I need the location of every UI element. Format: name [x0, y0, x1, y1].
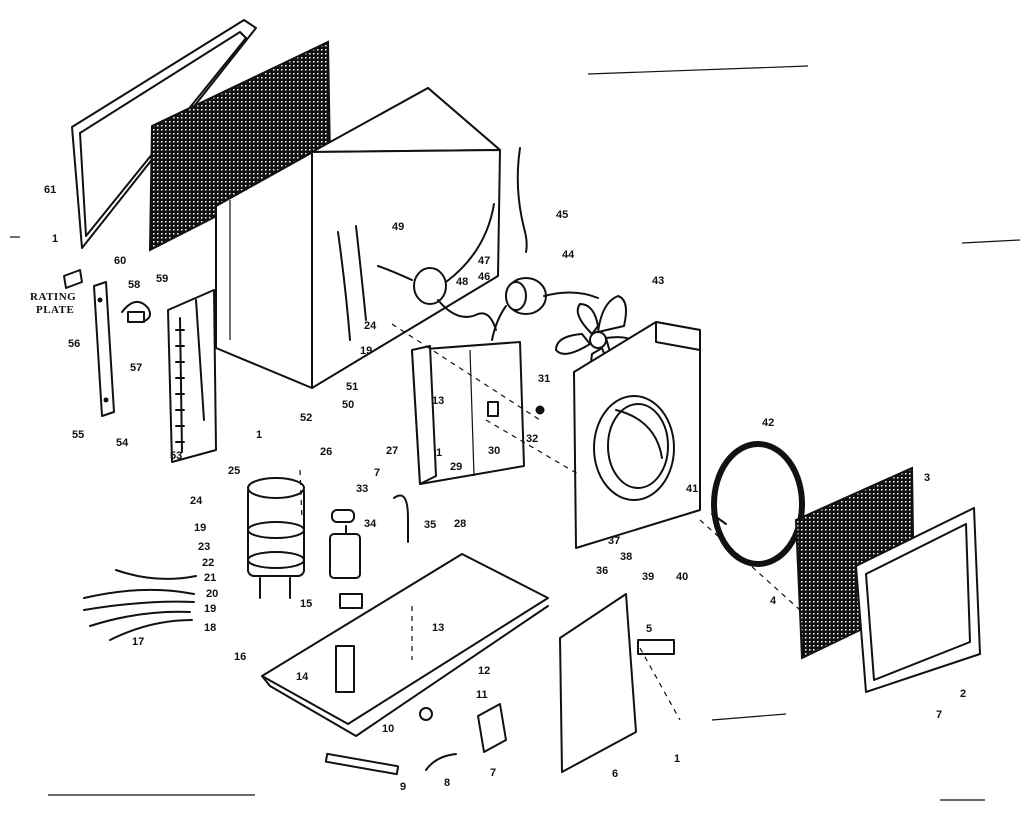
- access-panel: [559, 593, 675, 773]
- callout-4: 4: [770, 595, 777, 607]
- partition-panel: [411, 341, 545, 485]
- callout-14: 14: [296, 671, 309, 683]
- callout-12: 12: [478, 665, 490, 677]
- callout-37-lower: 37: [608, 535, 620, 547]
- callout-24-upper: 24: [364, 320, 377, 332]
- callout-1: 1: [52, 233, 58, 245]
- callout-23: 23: [198, 541, 210, 553]
- callout-53: 53: [170, 450, 182, 462]
- base-pan: [261, 553, 549, 737]
- callout-20: 20: [206, 588, 218, 600]
- callout-5: 5: [646, 623, 652, 635]
- callout-30: 30: [488, 445, 500, 457]
- capacitor: [329, 525, 361, 579]
- callout-7-right: 7: [936, 709, 942, 721]
- callout-57: 57: [130, 362, 142, 374]
- rating-plate-line-1: RATING: [30, 291, 76, 303]
- callout-33: 33: [356, 483, 368, 495]
- callout-10: 10: [382, 723, 394, 735]
- callout-42: 42: [762, 417, 774, 429]
- callout-18: 18: [204, 622, 216, 634]
- callout-31: 31: [538, 373, 550, 385]
- drain-parts: [324, 703, 507, 776]
- callout-6: 6: [612, 768, 618, 780]
- callout-1b: 1: [256, 429, 262, 441]
- guide-lines: [299, 323, 801, 721]
- callout-61: 61: [44, 184, 56, 196]
- rating-plate-part: [63, 269, 151, 323]
- callout-60: 60: [114, 255, 126, 267]
- rating-plate-label: RATING PLATE: [30, 291, 76, 316]
- relay: [331, 494, 409, 543]
- callout-19-upper: 19: [360, 345, 372, 357]
- fan-shroud: [573, 321, 701, 549]
- callout-51: 51: [346, 381, 358, 393]
- callout-15: 15: [300, 598, 312, 610]
- callout-56: 56: [68, 338, 80, 350]
- callout-21: 21: [204, 572, 216, 584]
- callout-52: 52: [300, 412, 312, 424]
- callout-29: 29: [450, 461, 462, 473]
- callout-3: 3: [924, 472, 930, 484]
- callout-47: 47: [478, 255, 490, 267]
- callout-36: 36: [596, 565, 608, 577]
- callout-34: 34: [364, 518, 377, 530]
- callout-19b: 19: [204, 603, 216, 615]
- side-bracket: [93, 281, 115, 417]
- fan-motor: [491, 277, 599, 341]
- callout-13-upper: 13: [432, 395, 444, 407]
- callout-17: 17: [132, 636, 144, 648]
- callout-11: 11: [476, 689, 488, 701]
- callout-59: 59: [156, 273, 168, 285]
- callout-50: 50: [342, 399, 354, 411]
- callout-41: 41: [686, 483, 698, 495]
- callout-19: 19: [194, 522, 206, 534]
- callout-38: 38: [620, 551, 632, 563]
- callout-40: 40: [676, 571, 688, 583]
- callout-39: 39: [642, 571, 654, 583]
- cabinet: [215, 87, 501, 389]
- callout-1d: 1: [436, 447, 442, 459]
- callout-13: 13: [432, 622, 444, 634]
- callout-7-bottom: 7: [490, 767, 496, 779]
- callout-7-mid: 7: [374, 467, 380, 479]
- callout-16: 16: [234, 651, 246, 663]
- callout-1c: 1: [674, 753, 680, 765]
- callout-54: 54: [116, 437, 129, 449]
- callout-numbers: 61 1 60 59 58 57 56 55 54 53 1 52 51 50 …: [44, 184, 966, 793]
- callout-8: 8: [444, 777, 450, 789]
- callout-9: 9: [400, 781, 406, 793]
- blower-motor: [377, 147, 528, 331]
- callout-58: 58: [128, 279, 140, 291]
- callout-35: 35: [424, 519, 436, 531]
- orifice-ring: [711, 441, 805, 567]
- callout-24: 24: [190, 495, 203, 507]
- callout-32: 32: [526, 433, 538, 445]
- front-frame: [855, 507, 981, 693]
- condenser-coil: [167, 289, 217, 463]
- callout-45: 45: [556, 209, 568, 221]
- callout-46: 46: [478, 271, 490, 283]
- compressor: [247, 477, 305, 599]
- callout-43: 43: [652, 275, 664, 287]
- rating-plate-line-2: PLATE: [36, 304, 74, 316]
- callout-26: 26: [320, 446, 332, 458]
- stray-marks: [10, 65, 1021, 801]
- callout-44: 44: [562, 249, 575, 261]
- callout-25: 25: [228, 465, 240, 477]
- callout-28: 28: [454, 518, 466, 530]
- callout-48: 48: [456, 276, 468, 288]
- callout-55: 55: [72, 429, 84, 441]
- callout-2: 2: [960, 688, 966, 700]
- callout-49: 49: [392, 221, 404, 233]
- wire-harness: [83, 569, 197, 641]
- callout-22: 22: [202, 557, 214, 569]
- callout-27: 27: [386, 445, 398, 457]
